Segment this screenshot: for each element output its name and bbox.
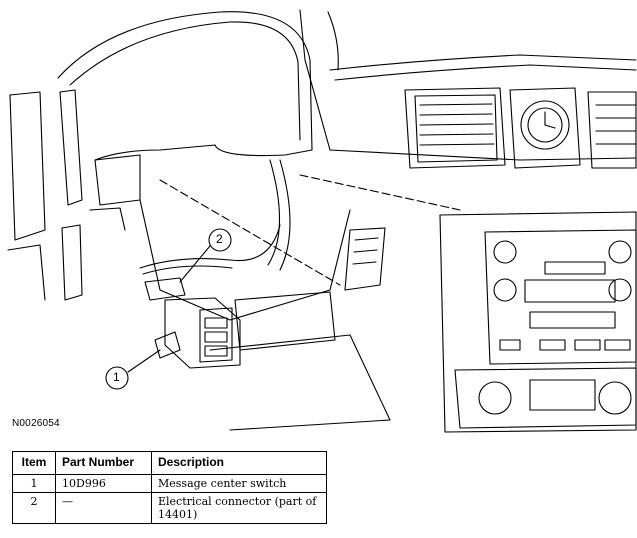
cell-item: 1 xyxy=(12,474,56,493)
table-header-row: Item Part Number Description xyxy=(12,451,327,475)
table-row: 1 10D996 Message center switch xyxy=(12,474,327,493)
header-description: Description xyxy=(151,451,327,475)
callout-label-2: 2 xyxy=(216,232,223,246)
right-air-vent xyxy=(587,91,637,169)
center-stack-radio xyxy=(439,211,637,433)
message-center-switch xyxy=(154,297,241,369)
cell-part-number: 10D996 xyxy=(55,474,152,493)
lower-dash xyxy=(139,159,391,431)
callout-1 xyxy=(105,366,129,390)
header-item: Item xyxy=(12,451,56,475)
figure-id: N0026054 xyxy=(12,418,60,429)
left-side-panel xyxy=(7,89,141,301)
dashboard-top-edge xyxy=(329,54,637,161)
cell-description: Electrical connector (part of 14401) xyxy=(151,492,327,524)
clock xyxy=(509,87,581,169)
cut-line xyxy=(159,174,461,286)
cell-part-number: — xyxy=(55,492,152,524)
dashboard-illustration xyxy=(7,9,637,433)
cell-item: 2 xyxy=(12,492,56,524)
center-air-vent xyxy=(404,87,506,169)
callout-leaders xyxy=(127,245,211,373)
cell-description: Message center switch xyxy=(151,474,327,493)
header-part-number: Part Number xyxy=(55,451,152,475)
instrument-cluster-hood xyxy=(57,9,339,161)
callout-2 xyxy=(208,228,232,252)
parts-table: Item Part Number Description 1 10D996 Me… xyxy=(12,451,327,524)
callout-label-1: 1 xyxy=(113,370,120,384)
table-row: 2 — Electrical connector (part of 14401) xyxy=(12,492,327,524)
electrical-connector xyxy=(139,224,281,301)
